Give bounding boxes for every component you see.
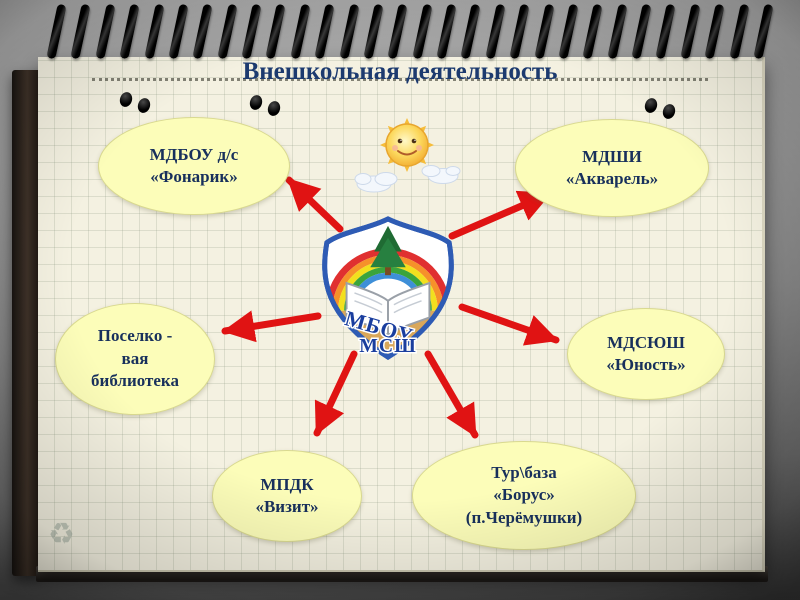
- binder-dot-icon: [117, 90, 135, 109]
- dotted-divider: [92, 78, 708, 81]
- slide-title: Внешкольная деятельность: [242, 58, 558, 85]
- node-label-line: Поселко -: [97, 326, 173, 346]
- node-mdsyush-yunost: МДСЮШ «Юность»: [567, 308, 725, 400]
- binder-dot-icon: [642, 96, 660, 115]
- spiral-ring: [265, 3, 286, 60]
- spiral-ring: [631, 3, 652, 60]
- spiral-ring: [95, 3, 116, 60]
- spiral-ring: [314, 3, 335, 60]
- node-mdshi-akvarel: МДШИ «Акварель»: [515, 119, 709, 217]
- spiral-ring: [582, 3, 603, 60]
- binder-dot-icon: [265, 99, 283, 118]
- spiral-ring: [533, 3, 555, 60]
- spiral-ring: [119, 3, 140, 60]
- node-label-line: «Фонарик»: [150, 167, 238, 186]
- node-label-line: «Визит»: [255, 497, 319, 516]
- spiral-ring: [168, 3, 189, 60]
- node-label-line: (п.Черёмушки): [465, 507, 583, 527]
- binder-dot-icon: [247, 93, 265, 112]
- node-label-line: МДШИ: [582, 146, 642, 166]
- spiral-ring: [753, 3, 774, 60]
- node-turbaza-borus: Тур\база «Борус» (п.Черёмушки): [412, 441, 636, 550]
- spiral-binding: [46, 3, 774, 66]
- spiral-ring: [338, 3, 360, 60]
- spiral-ring: [290, 3, 311, 60]
- spiral-ring: [436, 3, 457, 60]
- spiral-ring: [704, 3, 725, 60]
- spiral-ring: [680, 3, 701, 60]
- spiral-ring: [387, 3, 408, 60]
- spiral-ring: [485, 3, 506, 60]
- node-label-line: «Юность»: [606, 355, 686, 374]
- binder-dots: [117, 90, 156, 116]
- spiral-ring: [607, 3, 628, 60]
- emblem-text-msh: МСШ: [359, 335, 416, 357]
- sun-face-icon: [385, 123, 429, 167]
- spiral-ring: [241, 3, 262, 60]
- spiral-ring: [363, 3, 384, 60]
- node-label-line: «Борус»: [493, 485, 555, 505]
- node-label-line: вая: [121, 348, 149, 368]
- cloud-icon: [421, 165, 461, 184]
- binder-dot-icon: [660, 102, 678, 121]
- node-label-line: МДБОУ д/с: [149, 144, 239, 164]
- emblem-border: [322, 216, 454, 360]
- spiral-ring: [217, 3, 238, 60]
- spiral-ring: [558, 3, 579, 60]
- sun-clipart: [354, 118, 461, 193]
- binder-dot-icon: [135, 96, 153, 115]
- binder-dots: [247, 93, 286, 119]
- spiral-ring: [143, 3, 165, 60]
- spiral-ring: [460, 3, 481, 60]
- open-book-icon: [345, 281, 431, 337]
- spiral-ring: [728, 3, 750, 60]
- node-label-line: «Акварель»: [565, 169, 659, 188]
- node-label-line: МПДК: [260, 474, 314, 494]
- node-label-line: библиотека: [91, 371, 179, 391]
- node-mdbou-fonarik: МДБОУ д/с «Фонарик»: [98, 117, 290, 215]
- spiral-ring: [509, 3, 530, 60]
- node-poselkovaya-biblioteka: Поселко - вая библиотека: [55, 303, 215, 415]
- cloud-icon: [354, 172, 398, 193]
- spiral-ring: [192, 3, 213, 60]
- node-mpdk-vizit: МПДК «Визит»: [212, 450, 362, 542]
- school-emblem: МБОУ МСШ: [322, 216, 454, 360]
- fir-tree-icon: [370, 225, 406, 276]
- notebook-spine: [12, 70, 40, 576]
- recycle-watermark-icon: ♻: [48, 517, 75, 552]
- spiral-ring: [70, 3, 91, 60]
- node-label-line: Тур\база: [491, 462, 557, 482]
- spiral-ring: [412, 3, 433, 60]
- spiral-ring: [655, 3, 676, 60]
- spiral-ring: [46, 3, 67, 60]
- binder-dots: [642, 96, 681, 122]
- node-label-line: МДСЮШ: [607, 332, 685, 352]
